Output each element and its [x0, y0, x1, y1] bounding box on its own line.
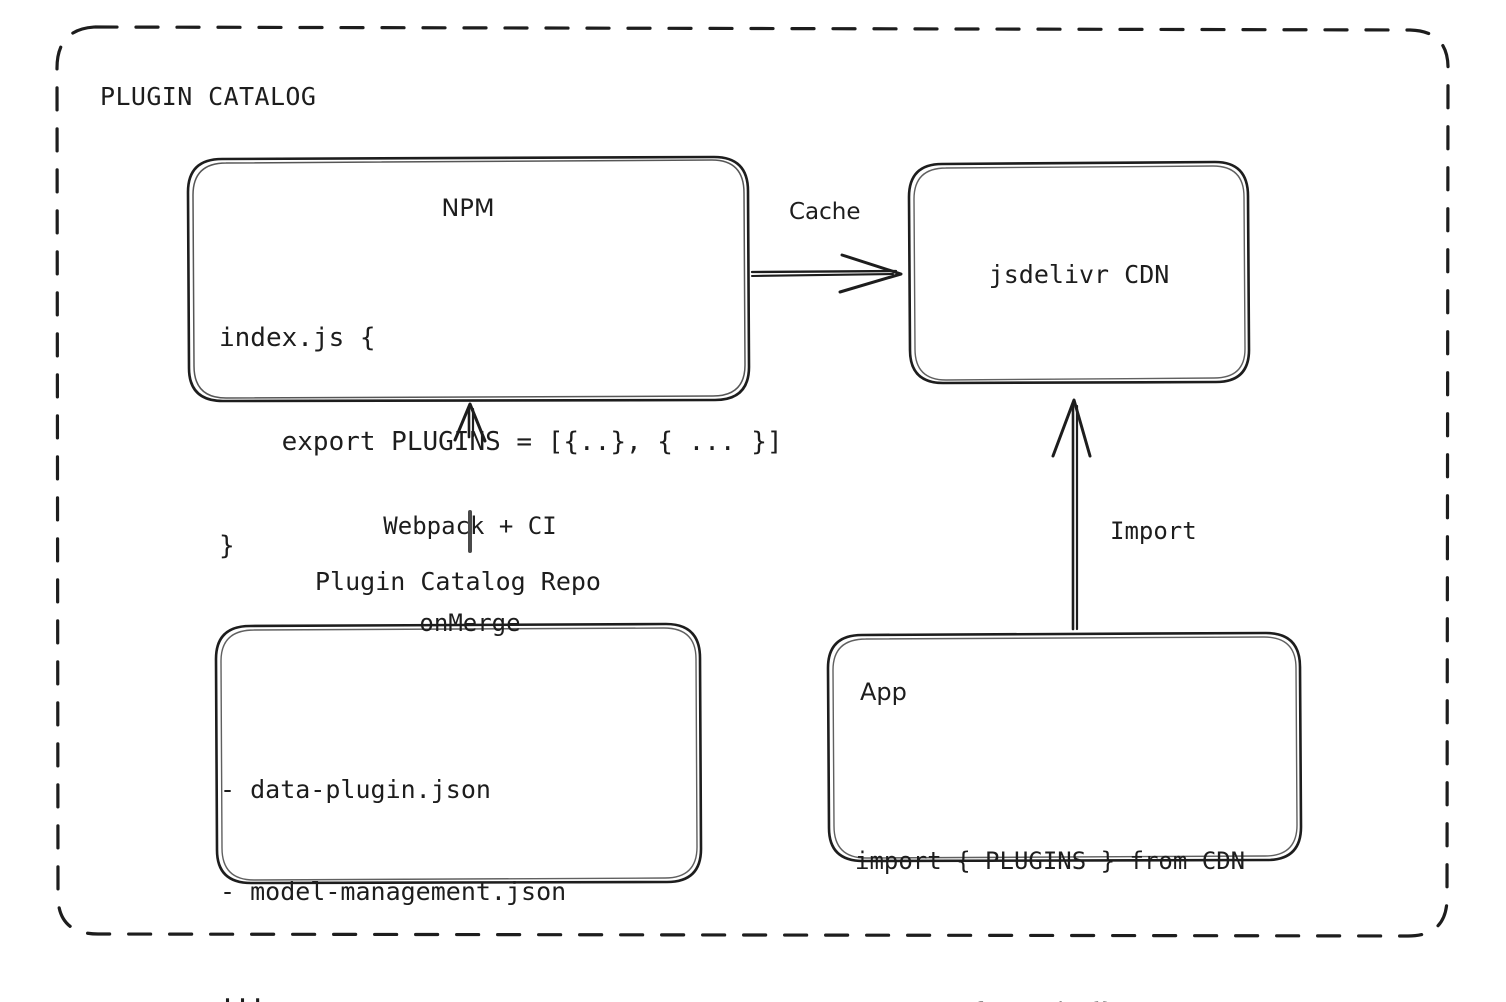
repo-node-shape: [214, 622, 703, 885]
edge-build-label-line-2: onMerge: [419, 608, 521, 637]
npm-code-line-2: export PLUGINS = [{..}, { ... }]: [219, 426, 783, 457]
edge-build-label-line-1: Webpack + CI: [383, 512, 557, 541]
app-node-shape: [826, 631, 1303, 863]
edge-cache-arrow: [750, 253, 903, 294]
repo-node-title: Plugin Catalog Repo: [315, 567, 601, 596]
edge-build-label: Webpack + CI onMerge: [372, 446, 568, 703]
edge-import-label: Import: [1110, 517, 1197, 545]
app-code-line-1: import { PLUGINS } from CDN: [855, 846, 1246, 875]
cdn-node[interactable]: [909, 162, 1249, 384]
app-code-line-2: PLUGINS.forEach {}: [855, 987, 1245, 1002]
npm-node-shape: [186, 155, 751, 403]
npm-node[interactable]: [188, 157, 749, 402]
cdn-node-shape: [907, 160, 1251, 385]
npm-code-line-3: }: [219, 530, 235, 561]
repo-file-item-2: - model-management.json: [220, 877, 567, 906]
group-title: PLUGIN CATALOG: [100, 82, 317, 111]
npm-code-line-1: index.js {: [219, 323, 376, 354]
edge-build-arrow: [453, 402, 487, 553]
repo-node[interactable]: [216, 624, 701, 884]
repo-file-list: - data-plugin.json - model-management.js…: [220, 705, 566, 1002]
edge-cache-label: Cache: [789, 199, 861, 225]
group-container-border: [55, 25, 1450, 938]
repo-file-item-1: - data-plugin.json: [220, 775, 491, 804]
edge-import-arrow: [1051, 398, 1092, 631]
repo-file-item-3: ...: [220, 979, 266, 1002]
npm-code-block: index.js { export PLUGINS = [{..}, { ...…: [219, 252, 783, 632]
app-node-title: App: [860, 678, 907, 706]
app-code-block: import { PLUGINS } from CDN PLUGINS.forE…: [855, 735, 1245, 1002]
npm-node-title: NPM: [441, 194, 495, 222]
cdn-node-title: jsdelivr CDN: [988, 260, 1170, 289]
app-node[interactable]: [828, 633, 1301, 862]
